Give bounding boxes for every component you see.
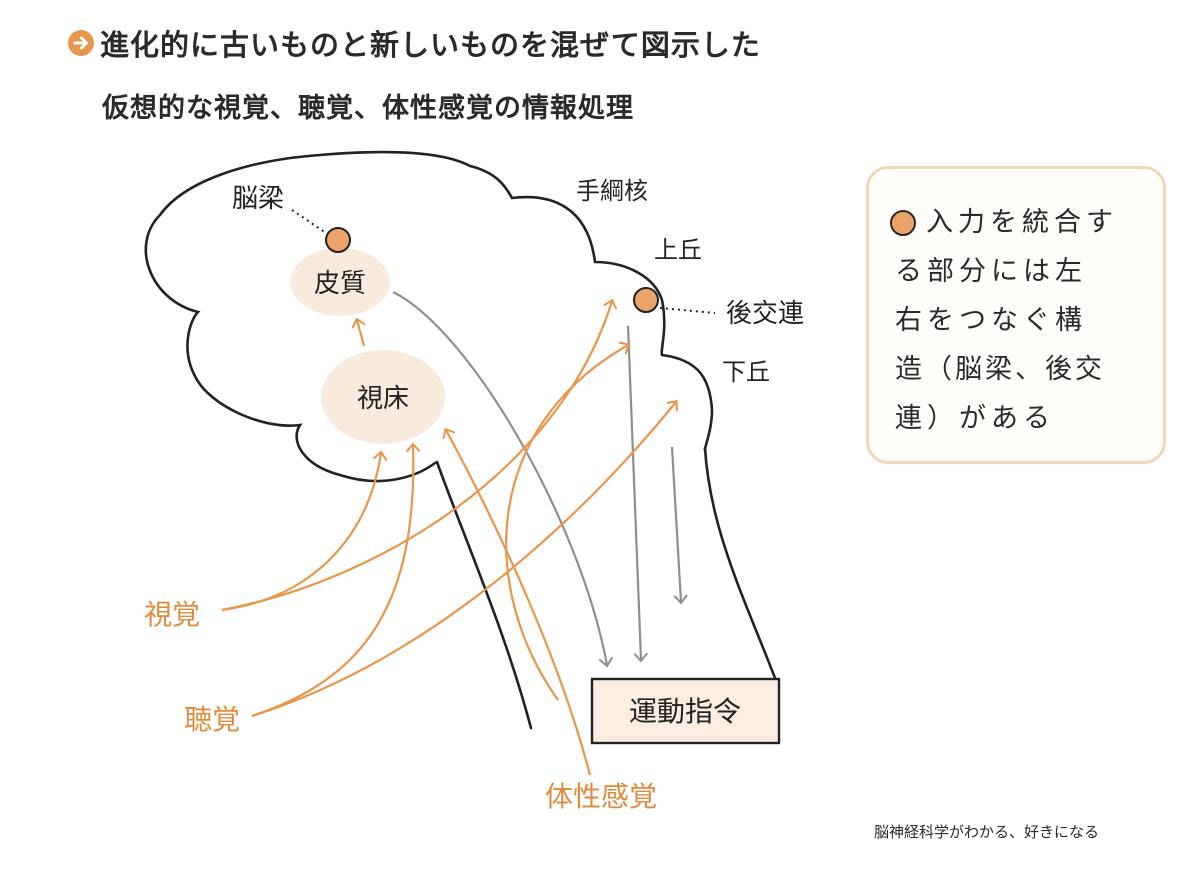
label-vision: 視覚 <box>144 598 200 631</box>
brain-outline <box>144 150 714 483</box>
thalamus-region <box>321 350 445 444</box>
hearing-to-thalamus-arrow <box>251 442 421 718</box>
label-somatosensory: 体性感覚 <box>545 780 657 813</box>
posterior-commissure-leader <box>659 307 716 314</box>
superior-colliculus-to-motor-arrow <box>626 325 648 663</box>
note-line-2: る部分には左 <box>895 256 1087 287</box>
note-box <box>866 166 1166 464</box>
motor-command-box <box>590 677 781 745</box>
brainstem-right-edge <box>703 446 777 680</box>
label-superior-colliculus: 上丘 <box>654 236 702 264</box>
vision-to-thalamus-arrow <box>221 450 388 612</box>
integration-dot-icon <box>890 210 916 236</box>
hearing-to-inferior-colliculus-arrow <box>251 400 678 718</box>
page-title: 進化的に古いものと新しいものを混ぜて図示した <box>100 28 761 62</box>
note-line-3: 右をつなぐ構 <box>895 305 1087 336</box>
note-line-4: 造（脳梁、後交 <box>895 354 1105 385</box>
credit-text: 脳神経科学がわかる、好きになる <box>874 823 1100 841</box>
note-line-1: 入力を統合す <box>926 207 1118 238</box>
label-inferior-colliculus: 下丘 <box>722 358 770 386</box>
somatosensory-to-superior-colliculus-arrow <box>505 341 631 701</box>
label-cortex: 皮質 <box>314 269 366 299</box>
label-corpus-callosum: 脳梁 <box>232 184 284 214</box>
arrow-right-circle-icon <box>68 30 94 56</box>
brainstem-left-edge <box>435 460 533 730</box>
corpus-callosum-dot <box>325 227 351 253</box>
thalamus-to-cortex-arrow <box>351 317 366 347</box>
cortex-region <box>290 248 390 316</box>
label-posterior-commissure: 後交連 <box>726 299 804 329</box>
note-line-5: 連）がある <box>895 403 1055 434</box>
label-thalamus: 視床 <box>357 384 409 414</box>
inferior-colliculus-to-motor-arrow <box>670 446 688 605</box>
label-hearing: 聴覚 <box>184 703 240 736</box>
corpus-callosum-leader <box>291 209 327 234</box>
cortex-to-motor-arrow <box>392 291 613 668</box>
title-row: 進化的に古いものと新しいものを混ぜて図示した <box>68 22 761 64</box>
label-habenula: 手綱核 <box>576 177 648 205</box>
somatosensory-to-thalamus-arrow <box>442 427 592 776</box>
page-subtitle: 仮想的な視覚、聴覚、体性感覚の情報処理 <box>102 93 634 124</box>
vision-to-superior-colliculus-arrow <box>221 298 617 612</box>
label-motor-command: 運動指令 <box>629 695 741 728</box>
posterior-commissure-dot <box>633 287 659 313</box>
